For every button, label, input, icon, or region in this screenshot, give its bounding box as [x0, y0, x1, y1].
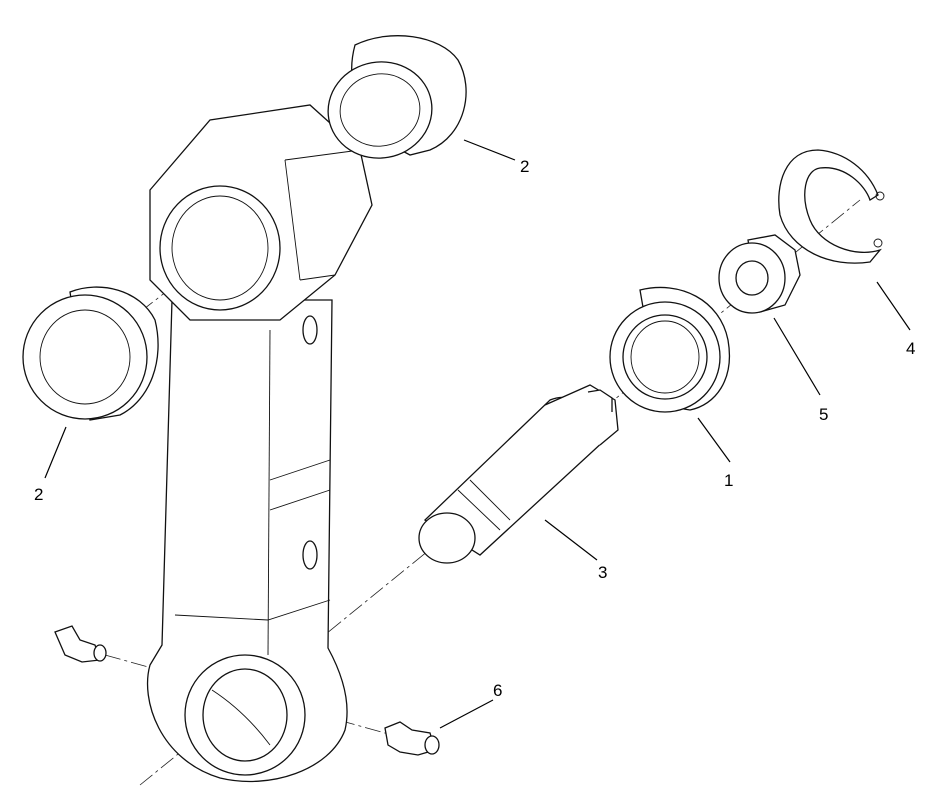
bushing-left [22, 286, 159, 421]
washer [718, 234, 801, 314]
grease-fitting-left [54, 625, 107, 663]
pin [418, 384, 619, 564]
callout-3: 3 [598, 563, 607, 582]
callout-4: 4 [906, 339, 915, 358]
callout-6: 6 [493, 681, 502, 700]
leader-lines [44, 139, 911, 729]
bushing-top [327, 35, 467, 159]
grease-fitting-right [384, 721, 440, 756]
housing [609, 286, 730, 413]
callout-2-left: 2 [34, 485, 43, 504]
lever-arm [146, 104, 373, 782]
callout-2-top: 2 [520, 157, 529, 176]
callout-5: 5 [819, 405, 828, 424]
callout-labels: 1 2 2 3 4 5 6 [34, 157, 915, 700]
callout-1: 1 [724, 471, 733, 490]
snap-ring [778, 149, 885, 264]
